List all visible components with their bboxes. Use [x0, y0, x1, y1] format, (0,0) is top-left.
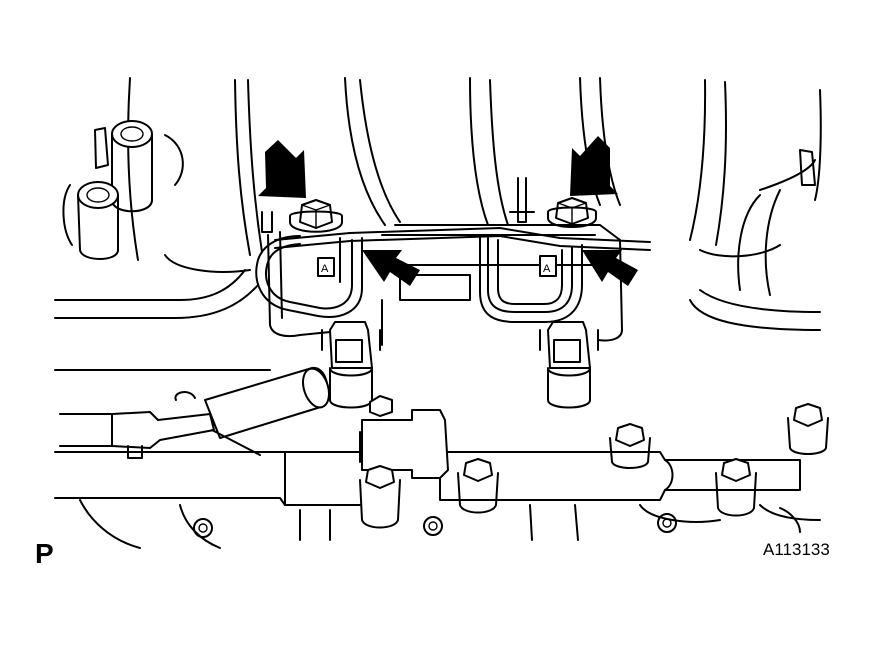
lower-bolt-2	[457, 458, 499, 514]
stud-posts	[261, 177, 535, 233]
lower-bolt-3	[609, 423, 651, 469]
right-injector	[539, 321, 599, 409]
right-hose: A	[479, 234, 583, 323]
left-injector	[321, 321, 381, 409]
arrow-left-clamp	[362, 250, 420, 286]
svg-text:A: A	[321, 263, 329, 275]
right-manifold-boss	[737, 149, 816, 296]
lower-bolts	[359, 403, 829, 529]
fuel-delivery-hose	[59, 366, 330, 459]
right-hose-clamp	[539, 255, 557, 277]
svg-text:A: A	[543, 263, 551, 275]
lower-bolt-4	[715, 458, 757, 517]
left-hose-clamp	[317, 257, 335, 277]
fuel-rail	[54, 451, 801, 506]
figure-id: A113133	[763, 540, 830, 559]
arrow-right-bolt	[570, 136, 618, 196]
right-bolt	[547, 197, 597, 228]
arrow-left-bolt	[258, 140, 306, 198]
lower-bolt-5	[787, 403, 829, 455]
manifold-flange	[54, 159, 821, 371]
fuel-pipe	[274, 227, 651, 251]
view-label: P	[35, 538, 54, 569]
left-hose: A	[255, 235, 363, 318]
injector-mount-plate	[267, 224, 623, 346]
left-bolt	[289, 199, 343, 233]
left-manifold-boss	[62, 120, 184, 260]
intake-manifold-runners	[127, 77, 822, 261]
pressure-regulator	[359, 395, 449, 479]
arrow-right-clamp	[582, 250, 638, 286]
callout-arrows	[258, 136, 638, 286]
lower-bolt-1	[359, 465, 401, 529]
cylinder-head	[79, 499, 821, 549]
